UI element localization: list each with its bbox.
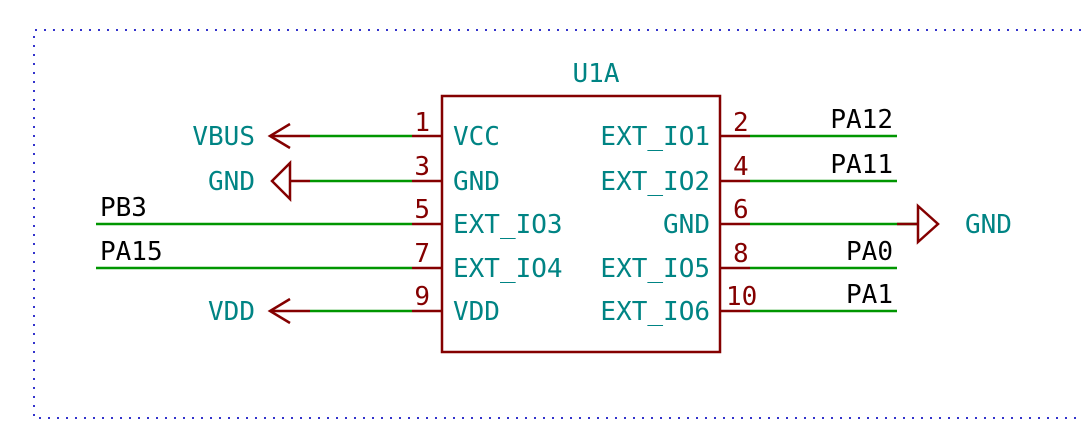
net-label-pa11[interactable]: PA11 xyxy=(830,150,893,180)
vbus-power-symbol[interactable] xyxy=(267,122,310,150)
pin-number-5: 5 xyxy=(414,195,430,225)
ground-icon xyxy=(270,159,292,203)
pin-name-ext-io3: EXT_IO3 xyxy=(453,210,563,240)
net-label-pa15[interactable]: PA15 xyxy=(100,237,163,267)
pin-name-ext-io4: EXT_IO4 xyxy=(453,254,563,284)
pin-name-ext-io2: EXT_IO2 xyxy=(600,167,710,197)
component-reference: U1A xyxy=(573,59,620,89)
pin-number-4: 4 xyxy=(733,152,749,182)
pin-number-9: 9 xyxy=(414,282,430,312)
gnd-left-label: GND xyxy=(208,167,255,197)
vdd-label: VDD xyxy=(208,297,255,327)
pin-name-vcc: VCC xyxy=(453,122,500,152)
vdd-power-symbol[interactable] xyxy=(267,297,310,325)
pin-number-3: 3 xyxy=(414,152,430,182)
pin-number-7: 7 xyxy=(414,239,430,269)
net-label-pa0[interactable]: PA0 xyxy=(846,237,893,267)
ground-icon xyxy=(916,203,940,245)
gnd-right-label: GND xyxy=(965,210,1012,240)
vdd-arrow-icon xyxy=(267,297,291,325)
pin-number-8: 8 xyxy=(733,239,749,269)
pin-name-vdd: VDD xyxy=(453,297,500,327)
pin-name-ext-io6: EXT_IO6 xyxy=(600,297,710,327)
net-label-pa12[interactable]: PA12 xyxy=(830,105,893,135)
vbus-arrow-icon xyxy=(267,122,291,150)
pin-number-6: 6 xyxy=(733,195,749,225)
sheet-frame xyxy=(33,29,1081,419)
pin-number-2: 2 xyxy=(733,108,749,138)
net-label-pb3[interactable]: PB3 xyxy=(100,193,147,223)
gnd-right-power-symbol[interactable] xyxy=(897,203,940,245)
gnd-left-power-symbol[interactable] xyxy=(270,159,310,203)
pin-name-gnd-right: GND xyxy=(663,210,710,240)
pin-number-1: 1 xyxy=(414,108,430,138)
vbus-label: VBUS xyxy=(192,122,255,152)
pin-name-ext-io5: EXT_IO5 xyxy=(600,254,710,284)
pin-name-ext-io1: EXT_IO1 xyxy=(600,122,710,152)
net-label-pa1[interactable]: PA1 xyxy=(846,280,893,310)
pin-number-10: 10 xyxy=(726,282,757,312)
pin-name-gnd-left: GND xyxy=(453,167,500,197)
